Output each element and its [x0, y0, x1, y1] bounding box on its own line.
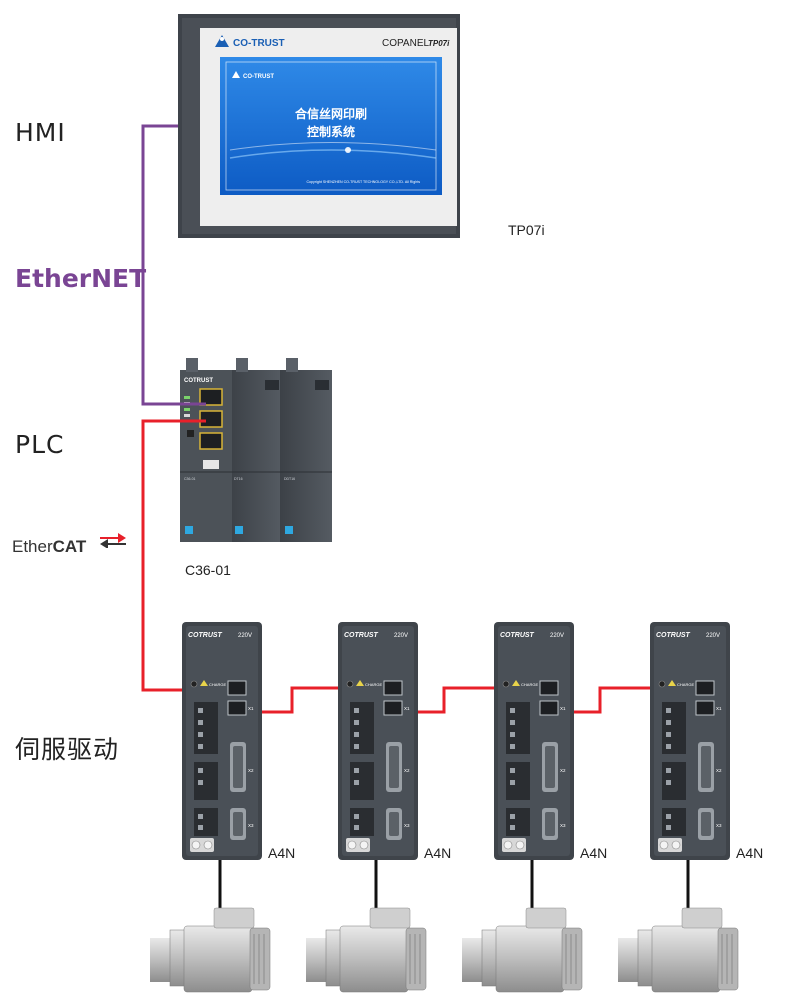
drive-charge-label: CHARGE: [365, 682, 382, 687]
ethercat-suffix: CAT: [52, 537, 87, 556]
drive-port-x2-label: X2: [248, 768, 254, 773]
servo-motor-4: [618, 907, 739, 993]
ethercat-prefix: Ether: [12, 537, 53, 556]
hmi-brand: CO-TRUST: [233, 38, 285, 49]
plc-unit: DT16 DDT16 COTRUST C36-01: [180, 358, 332, 542]
drive-port-x3-label: X3: [560, 823, 566, 828]
servo-section-label: 伺服驱动: [15, 735, 120, 764]
drive-port-x2-label: X2: [404, 768, 410, 773]
ethernet-cable: [141, 124, 206, 406]
plc-cpu-label: C36-01: [184, 477, 196, 481]
hmi-logo-icon: [215, 35, 229, 47]
servo-motor-3: [462, 907, 583, 993]
servo-drive-1: COTRUST 220V CHARGE X1 X2 X3: [182, 622, 262, 860]
drive-model-label-2: A4N: [424, 845, 452, 861]
plc-port-3: [199, 432, 223, 450]
hmi-model-label: TP07i: [508, 222, 545, 238]
servo-motor-2: [306, 907, 427, 993]
drive-port-x2-label: X2: [560, 768, 566, 773]
plc-module2-label: DT16: [234, 477, 243, 481]
servo-motor-1: [150, 907, 271, 993]
ethercat-arrow-icon: [100, 533, 126, 548]
plc-label: PLC: [15, 430, 65, 459]
drive-voltage: 220V: [238, 633, 252, 639]
drive-charge-label: CHARGE: [521, 682, 538, 687]
drive-port-x1-label: X1: [248, 706, 254, 711]
drive-port-x1-label: X1: [560, 706, 566, 711]
plc-model-label: C36-01: [185, 562, 231, 578]
hmi-screen-brand: CO-TRUST: [243, 74, 274, 80]
hmi-screen: [220, 57, 442, 195]
drive-port-x1-label: X1: [404, 706, 410, 711]
drive-port-x3-label: X3: [248, 823, 254, 828]
drive-voltage: 220V: [394, 633, 408, 639]
hmi-screen-copyright: Copyright SHENZHEN CO-TRUST TECHNOLOGY C…: [306, 180, 420, 184]
drive-port-x3-label: X3: [716, 823, 722, 828]
hmi-panel-model: TP07i: [428, 39, 450, 48]
plc-port-1: [199, 388, 223, 406]
drive-model-label-3: A4N: [580, 845, 608, 861]
drive-port-x3-label: X3: [404, 823, 410, 828]
drive-voltage: 220V: [550, 633, 564, 639]
drive-port-x1-label: X1: [716, 706, 722, 711]
servo-drive-2: COTRUST 220V CHARGE X1 X2 X3: [338, 622, 418, 860]
ethernet-label: EtherNET: [15, 264, 147, 293]
drive-model-label-1: A4N: [268, 845, 296, 861]
drive-brand: COTRUST: [500, 632, 535, 639]
drive-brand: COTRUST: [188, 632, 223, 639]
drive-charge-label: CHARGE: [209, 682, 226, 687]
plc-module3-label: DDT16: [284, 477, 295, 481]
hmi-panel: CO-TRUST COPANEL TP07i CO-TRUST 合信丝网印刷 控…: [178, 14, 460, 238]
hmi-panel-name: COPANEL: [382, 38, 429, 49]
drive-brand: COTRUST: [656, 632, 691, 639]
drive-voltage: 220V: [706, 633, 720, 639]
drive-charge-label: CHARGE: [677, 682, 694, 687]
plc-brand: COTRUST: [184, 378, 213, 384]
servo-drive-3: COTRUST 220V CHARGE X1 X2 X3: [494, 622, 574, 860]
plc-port-2: [199, 410, 223, 428]
drive-brand: COTRUST: [344, 632, 379, 639]
ethercat-logo: EtherCAT: [12, 537, 86, 557]
servo-drive-4: COTRUST 220V CHARGE X1 X2 X3: [650, 622, 730, 860]
hmi-screen-title-2: 控制系统: [307, 124, 355, 139]
hmi-screen-title-1: 合信丝网印刷: [295, 106, 367, 121]
hmi-label: HMI: [15, 118, 66, 147]
drive-port-x2-label: X2: [716, 768, 722, 773]
drive-model-label-4: A4N: [736, 845, 764, 861]
